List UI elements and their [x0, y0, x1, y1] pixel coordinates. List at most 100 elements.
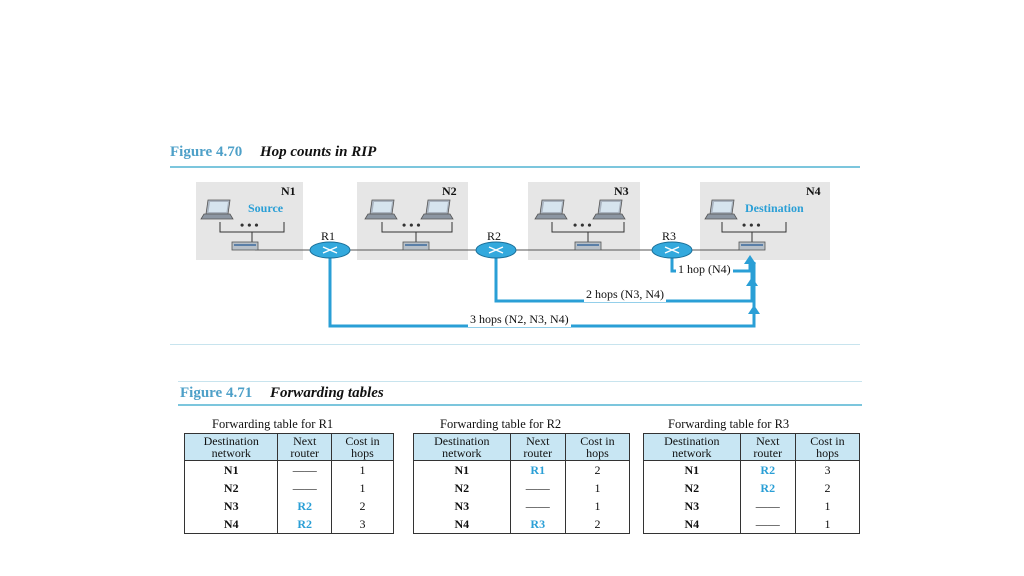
next-router-cell: ——	[510, 479, 566, 497]
dest-cell: N1	[413, 460, 511, 479]
table-row: N4—— 1	[643, 515, 860, 534]
table-row: N3——1	[413, 497, 630, 515]
dest-cell: N2	[413, 479, 511, 497]
svg-text:• • •: • • •	[240, 218, 259, 232]
hop-label-2: 2 hops (N3, N4)	[584, 287, 666, 302]
next-router-cell: R1	[510, 460, 566, 479]
laptop-icon	[200, 199, 234, 220]
figure-number: Figure 4.71	[180, 385, 253, 401]
figure-caption: Forwarding tables	[269, 385, 384, 401]
next-router-cell: ——	[277, 479, 332, 497]
figure-caption: Hop counts in RIP	[259, 144, 377, 160]
cost-cell: 2	[594, 462, 601, 477]
laptop-icon	[420, 199, 454, 220]
network-n3: • • •	[534, 199, 626, 251]
cost-cell: 2	[359, 498, 366, 513]
arrow-up-icon	[748, 305, 760, 314]
network-label-n2: N2	[442, 184, 457, 198]
next-router-cell: ——	[740, 497, 796, 515]
dest-cell: N1	[184, 460, 279, 479]
title-rule	[178, 404, 862, 406]
title-top-rule	[178, 381, 862, 382]
dest-cell: N4	[184, 515, 279, 534]
network-n4: • • •	[704, 199, 787, 251]
svg-text:• • •: • • •	[742, 218, 761, 232]
laptop-icon	[364, 199, 398, 220]
table-title-r3: Forwarding table for R3	[668, 417, 790, 431]
svg-text:• • •: • • •	[573, 218, 592, 232]
router-label-r3: R3	[662, 229, 677, 243]
laptop-icon	[704, 199, 738, 220]
router-icon-r2	[475, 241, 517, 259]
cost-cell: 2	[824, 480, 831, 495]
router-label-r2: R2	[487, 229, 502, 243]
cost-cell: 1	[594, 480, 601, 495]
next-router-cell: ——	[277, 460, 332, 479]
destination-label: Destination	[745, 201, 804, 215]
arrow-heads	[744, 255, 760, 314]
dest-cell: N3	[184, 497, 279, 515]
laptop-icon	[592, 199, 626, 220]
switch-icon	[231, 241, 259, 251]
switch-icon	[738, 241, 766, 251]
figure-number: Figure 4.70	[170, 144, 243, 160]
laptop-icon	[534, 199, 568, 220]
next-router-cell: R2	[740, 460, 796, 479]
next-router-cell: ——	[740, 515, 796, 534]
dest-cell: N4	[413, 515, 511, 534]
table-row: N2——1	[184, 479, 394, 497]
router-icon-r1	[309, 241, 351, 259]
next-router-cell: R3	[510, 515, 566, 534]
cost-cell: 1	[359, 480, 366, 495]
cost-cell: 1	[594, 498, 601, 513]
network-n1: • • •	[200, 199, 285, 251]
dest-cell: N3	[413, 497, 511, 515]
table-title-r1: Forwarding table for R1	[212, 417, 334, 431]
cost-cell: 2	[594, 516, 601, 531]
dest-cell: N4	[643, 515, 741, 534]
table-title-r2: Forwarding table for R2	[440, 417, 562, 431]
switch-icon	[402, 241, 430, 251]
hop-label-1: 1 hop (N4)	[676, 262, 733, 277]
cost-cell: 1	[824, 516, 831, 531]
source-label: Source	[248, 201, 284, 215]
figure-separator	[170, 344, 860, 345]
network-label-n3: N3	[614, 184, 629, 198]
network-n2: • • •	[364, 199, 454, 251]
next-router-cell: R2	[740, 479, 796, 497]
arrow-up-icon	[746, 277, 758, 286]
table-row: N2—— 1	[413, 479, 630, 497]
arrow-up-icon	[744, 255, 756, 264]
table-row: N1——1	[184, 460, 394, 479]
router-label-r1: R1	[321, 229, 336, 243]
table-row: N3——1	[643, 497, 860, 515]
network-label-n1: N1	[281, 184, 296, 198]
figure-4-70-title: Figure 4.70 Hop counts in RIP	[170, 144, 376, 161]
figure-4-71-title: Figure 4.71 Forwarding tables	[180, 385, 384, 402]
router-icon-r3	[651, 241, 693, 259]
svg-text:• • •: • • •	[402, 218, 421, 232]
dest-cell: N1	[643, 460, 741, 479]
next-router-cell: R2	[277, 515, 332, 534]
switch-icon	[574, 241, 602, 251]
